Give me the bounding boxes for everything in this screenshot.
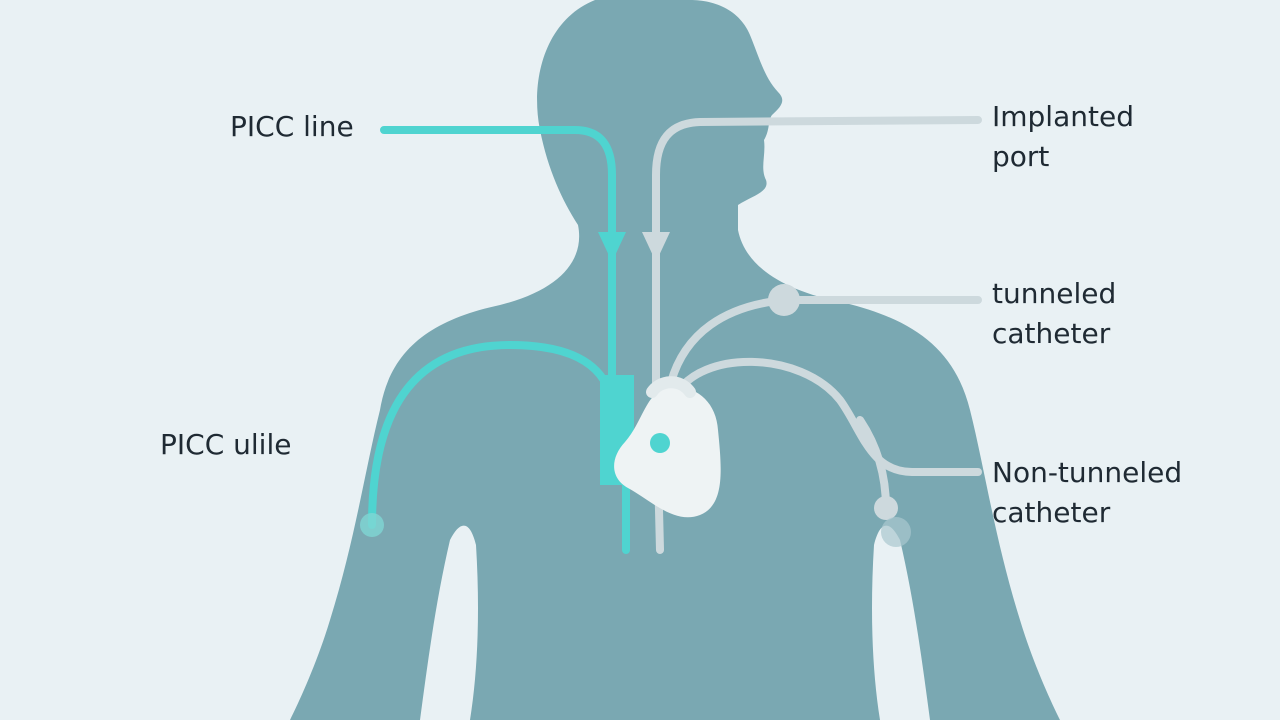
- tunneled-catheter-cuff: [768, 284, 800, 316]
- implanted-port-label: Implanted port: [992, 100, 1134, 173]
- picc-arm-tube: [368, 340, 616, 529]
- heart-chamber: [650, 433, 670, 453]
- tunneled-catheter-label: tunneled catheter: [992, 277, 1117, 350]
- picc-line-arrow: [598, 232, 626, 262]
- implanted-port-tube: [652, 116, 982, 554]
- non-tunneled-hub: [874, 496, 898, 520]
- heart-vessel: [646, 376, 696, 398]
- non-tunneled-insertion: [881, 517, 911, 547]
- heart: [614, 387, 721, 518]
- picc-arm-label: PICC ulile: [160, 428, 292, 461]
- implanted-port-arrow: [642, 232, 670, 262]
- picc-line-label: PICC line: [230, 110, 354, 143]
- body-silhouette: [290, 0, 1060, 720]
- non-tunneled-catheter-label: Non-tunneled catheter: [992, 456, 1183, 529]
- picc-arm-insertion: [360, 513, 384, 537]
